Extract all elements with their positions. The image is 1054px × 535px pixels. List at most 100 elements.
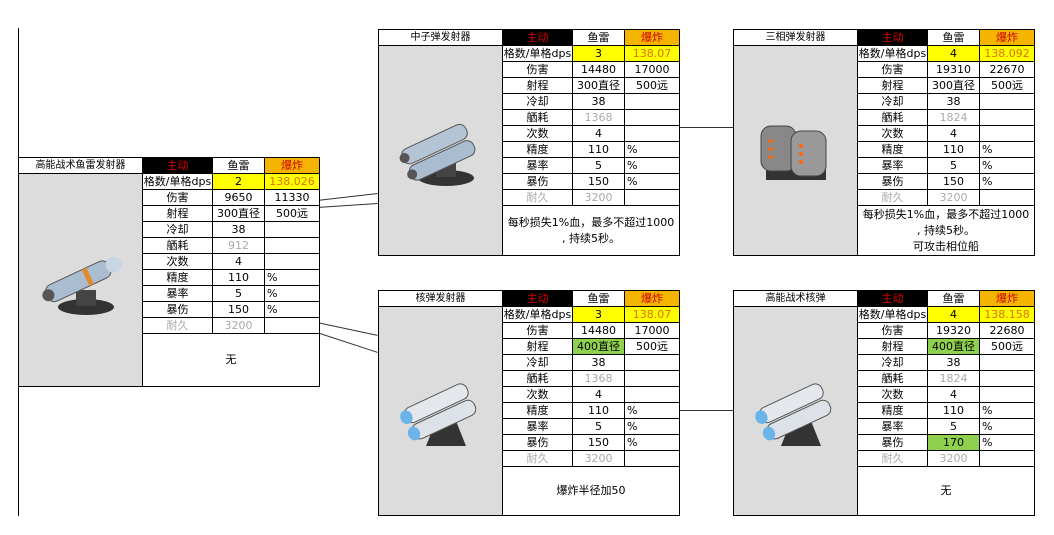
stat-extra: % <box>625 174 679 190</box>
stat-label: 格数/单格dps <box>858 46 928 62</box>
stat-extra: 22670 <box>980 62 1034 78</box>
stat-label: 暴伤 <box>858 435 928 451</box>
stat-extra: 17000 <box>625 62 679 78</box>
stat-label: 格数/单格dps <box>858 307 928 323</box>
weapon-image <box>734 46 858 255</box>
stat-value: 110 <box>573 403 625 419</box>
stat-extra: % <box>625 419 679 435</box>
header-explode: 爆炸 <box>980 30 1034 46</box>
note-line: 每秒损失1%血，最多不超过1000 <box>507 215 675 229</box>
header-active: 主动 <box>143 158 213 174</box>
stat-label: 射程 <box>143 206 213 222</box>
header-explode: 爆炸 <box>265 158 319 174</box>
stat-extra: 500远 <box>980 78 1034 94</box>
stat-value: 5 <box>928 419 980 435</box>
stat-extra: 500远 <box>980 339 1034 355</box>
stat-label: 精度 <box>503 142 573 158</box>
stat-extra: 500远 <box>265 206 319 222</box>
note-line: 无 <box>940 484 952 497</box>
stat-label: 格数/单格dps <box>143 174 213 190</box>
stat-extra <box>625 387 679 403</box>
note-line: 无 <box>225 353 237 366</box>
stat-label: 射程 <box>858 339 928 355</box>
header-torpedo: 鱼雷 <box>213 158 265 174</box>
stat-label: 射程 <box>503 339 573 355</box>
stat-label: 精度 <box>503 403 573 419</box>
stat-extra <box>980 387 1034 403</box>
stat-value: 4 <box>213 254 265 270</box>
stat-label: 暴率 <box>503 419 573 435</box>
stat-value: 3200 <box>573 190 625 206</box>
stat-extra <box>625 94 679 110</box>
stat-label: 暴率 <box>858 158 928 174</box>
weapon-title: 核弹发射器 <box>379 291 503 307</box>
stat-extra: % <box>265 270 319 286</box>
stat-label: 伤害 <box>503 62 573 78</box>
stat-label: 射程 <box>503 78 573 94</box>
stat-value: 38 <box>928 355 980 371</box>
stat-extra: % <box>625 158 679 174</box>
stat-label: 耐久 <box>143 318 213 334</box>
stat-extra <box>625 451 679 467</box>
stat-value: 300直径 <box>573 78 625 94</box>
stat-extra <box>625 371 679 387</box>
stat-extra: 500远 <box>625 339 679 355</box>
stat-value: 14480 <box>573 323 625 339</box>
stat-label: 精度 <box>858 403 928 419</box>
stat-value: 4 <box>573 387 625 403</box>
header-torpedo: 鱼雷 <box>928 30 980 46</box>
stat-value: 38 <box>213 222 265 238</box>
stat-extra <box>980 451 1034 467</box>
weapon-title: 高能战术核弹 <box>734 291 858 307</box>
stat-value: 38 <box>928 94 980 110</box>
header-active: 主动 <box>858 30 928 46</box>
stat-label: 伤害 <box>858 62 928 78</box>
stat-extra <box>980 371 1034 387</box>
stat-label: 暴率 <box>858 419 928 435</box>
stat-extra: 138.026 <box>265 174 319 190</box>
stat-value: 3200 <box>928 190 980 206</box>
connector-line <box>317 203 379 208</box>
weapon-image <box>734 307 858 515</box>
weapon-image <box>19 174 143 386</box>
stat-extra <box>265 254 319 270</box>
stat-value: 170 <box>928 435 980 451</box>
stat-value: 150 <box>573 174 625 190</box>
stat-extra: % <box>980 142 1034 158</box>
stat-extra <box>265 222 319 238</box>
header-active: 主动 <box>503 291 573 307</box>
weapon-image <box>379 307 503 515</box>
stat-label: 精度 <box>143 270 213 286</box>
stat-label: 次数 <box>858 126 928 142</box>
stat-value: 19310 <box>928 62 980 78</box>
connector-line <box>680 410 733 411</box>
stat-extra: % <box>980 174 1034 190</box>
stat-label: 次数 <box>503 387 573 403</box>
stat-extra <box>265 238 319 254</box>
stat-extra: 17000 <box>625 323 679 339</box>
stat-value: 3200 <box>928 451 980 467</box>
stat-extra: 138.07 <box>625 307 679 323</box>
